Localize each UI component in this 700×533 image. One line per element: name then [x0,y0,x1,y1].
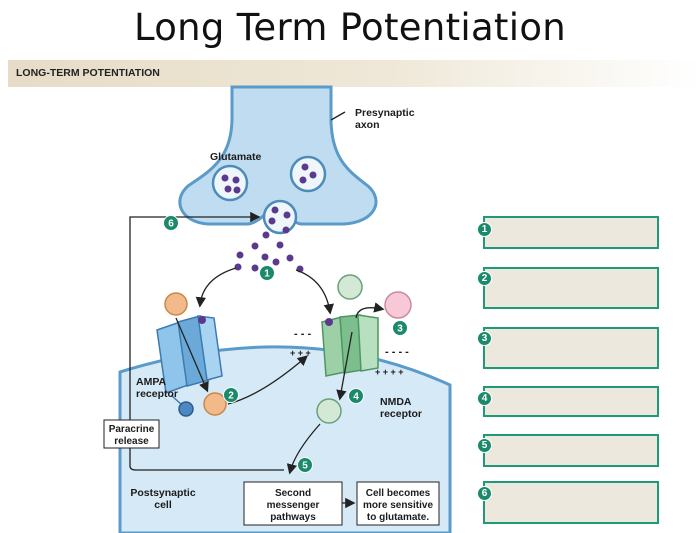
vesicle-left [211,164,249,202]
answer-number-2: 2 [477,271,492,286]
answer-box-2[interactable] [483,267,659,309]
sensitivity-line1: Cell becomes [366,488,431,499]
answer-box-4[interactable] [483,386,659,417]
sensitivity-box [356,481,440,526]
nmda-receptor-label: receptor [380,408,422,420]
charge-minus-left: - - - [294,328,311,340]
magnesium-ion [337,274,363,300]
step-badge-5: 5 [297,457,313,473]
presynaptic-label: Presynaptic [355,107,415,119]
answer-box-3[interactable] [483,327,659,369]
ejected-ion [384,291,412,319]
step-badge-2: 2 [223,387,239,403]
sensitivity-line2: more sensitive [363,500,433,511]
svg-text:6: 6 [168,219,174,230]
step-badge-3: 3 [392,320,408,336]
axon-label: axon [355,119,380,131]
nmda-receptor [321,314,379,377]
second-messenger-line1: Second [275,488,311,499]
release-label: release [114,436,149,447]
charge-plus-right: + + + + [375,367,404,377]
ampa-label: AMPA [136,376,167,388]
sodium-ion-outside [164,292,188,316]
second-messenger-line3: pathways [270,512,316,523]
step-badge-4: 4 [348,388,364,404]
svg-text:5: 5 [302,461,308,472]
answer-box-1[interactable] [483,216,659,249]
ampa-linked-ball [178,401,194,417]
step-badge-1: 1 [259,265,275,281]
paracrine-box [103,419,160,449]
ampa-receptor-label: receptor [136,388,178,400]
glutamate-molecules [221,163,317,273]
figure-banner: LONG-TERM POTENTIATION [8,60,700,87]
sensitivity-line3: to glutamate. [367,512,429,523]
answer-number-3: 3 [477,331,492,346]
answer-box-5[interactable] [483,434,659,467]
answer-number-6: 6 [477,486,492,501]
charge-plus-left: + + + [290,348,311,358]
calcium-ion-inside [316,398,342,424]
answer-number-1: 1 [477,222,492,237]
glutamate-label: Glutamate [210,151,262,163]
answer-number-5: 5 [477,438,492,453]
slide-title: Long Term Potentiation [133,6,567,49]
second-messenger-box [243,481,343,526]
vesicle-right [289,155,327,193]
paracrine-label: Paracrine [109,424,155,435]
svg-text:1: 1 [264,269,270,280]
ampa-receptor [156,315,223,406]
postsynaptic-cell-label: cell [154,499,172,511]
vesicle-fusing [262,199,298,235]
nmda-glutamate [325,318,333,326]
charge-minus-right: - - - - [385,346,409,358]
nmda-label: NMDA [380,396,412,408]
svg-text:3: 3 [397,324,403,335]
sodium-ion-inside [203,392,227,416]
ampa-glutamate [198,316,206,324]
second-messenger-line2: messenger [267,500,320,511]
step-badge-6: 6 [163,215,179,231]
answer-box-6[interactable] [483,481,659,524]
svg-text:4: 4 [353,392,359,403]
svg-text:2: 2 [228,391,234,402]
banner-title: LONG-TERM POTENTIATION [16,67,160,79]
postsynaptic-label: Postsynaptic [130,487,196,499]
answer-number-4: 4 [477,391,492,406]
